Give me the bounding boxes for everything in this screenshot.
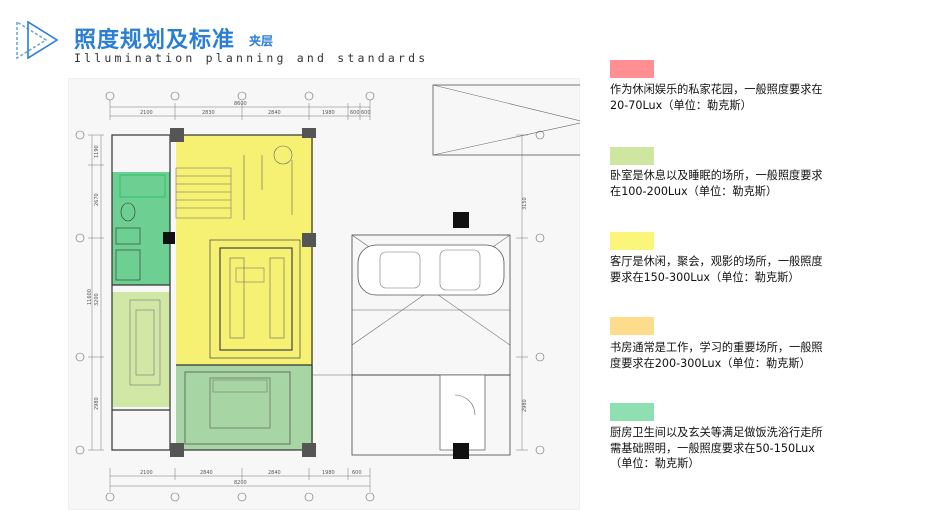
dim-left-total: 11600 <box>87 289 93 305</box>
floor-tag: 夹层 <box>249 34 274 48</box>
dim-left-4: 2980 <box>94 397 100 410</box>
logo-triangles-icon <box>16 20 59 60</box>
dim-top-total: 8600 <box>234 101 247 107</box>
legend-text-service-areas: 厨房卫生间以及玄关等满足做饭洗浴行走所需基础照明，一般照度要求在50-150Lu… <box>610 426 823 470</box>
dim-right-2: 2980 <box>522 399 528 412</box>
dim-right-1: 3150 <box>522 197 528 210</box>
top-dimensions: 2100 2830 2840 1980 600 600 8600 <box>105 91 375 120</box>
entry-door <box>439 374 486 451</box>
legend-text-garden: 作为休闲娱乐的私家花园，一般照度要求在20-70Lux（单位：勒克斯） <box>610 83 823 112</box>
legend-text-bedroom: 卧室是休息以及睡眠的场所，一般照度要求在100-200Lux（单位：勒克斯） <box>610 169 823 198</box>
floor-plan: .dim { font-family:"DejaVu Sans", sans-s… <box>68 78 580 510</box>
dim-bottom-4: 1980 <box>322 470 335 476</box>
right-dimensions: 3150 2980 <box>516 130 545 455</box>
dim-top-5: 600 <box>350 110 360 116</box>
living-room-furniture <box>209 145 301 359</box>
legend-swatch-bedroom <box>610 147 654 165</box>
dim-top-2: 2830 <box>202 110 215 116</box>
legend-text-study: 书房通常是工作，学习的重要场所，一般照度要求在200-300Lux（单位：勒克斯… <box>610 341 823 370</box>
structural-columns <box>163 128 469 459</box>
dim-bottom-1: 2100 <box>140 470 153 476</box>
legend-swatch-living-room <box>610 232 654 250</box>
dim-top-6: 600 <box>361 110 371 116</box>
legend-swatch-garden <box>610 60 654 78</box>
bottom-dimensions: 2100 2840 2840 1980 600 8200 <box>105 468 375 502</box>
dim-top-1: 2100 <box>140 110 153 116</box>
zone-living-room <box>176 135 313 365</box>
dim-bottom-total: 8200 <box>234 480 247 486</box>
page-subtitle: Illumination planning and standards <box>74 51 429 65</box>
zone-bedroom-left <box>112 292 170 407</box>
page-title: 照度规划及标准 <box>74 28 236 53</box>
dim-left-1: 1190 <box>94 145 100 158</box>
dim-bottom-2: 2840 <box>200 470 213 476</box>
left-dimensions: 1190 2670 3200 2980 11600 <box>75 130 104 455</box>
dim-left-3: 3200 <box>94 293 100 306</box>
void-region <box>432 84 580 156</box>
dim-top-4: 1980 <box>322 110 335 116</box>
dim-left-2: 2670 <box>94 193 100 206</box>
staircase <box>175 167 232 219</box>
legend-text-living-room: 客厅是休闲，聚会，观影的场所，一般照度要求在150-300Lux（单位：勒克斯） <box>610 255 823 284</box>
legend-swatch-study <box>610 317 654 335</box>
walls <box>111 134 511 456</box>
dim-bottom-3: 2840 <box>268 470 281 476</box>
bedroom-fixtures <box>129 299 291 445</box>
dim-top-3: 2840 <box>268 110 281 116</box>
bathroom-fixtures <box>115 174 166 281</box>
dim-bottom-5: 600 <box>352 470 362 476</box>
legend-swatch-service-areas <box>610 403 654 421</box>
car-icon <box>357 244 505 296</box>
zone-bathroom <box>112 172 170 285</box>
